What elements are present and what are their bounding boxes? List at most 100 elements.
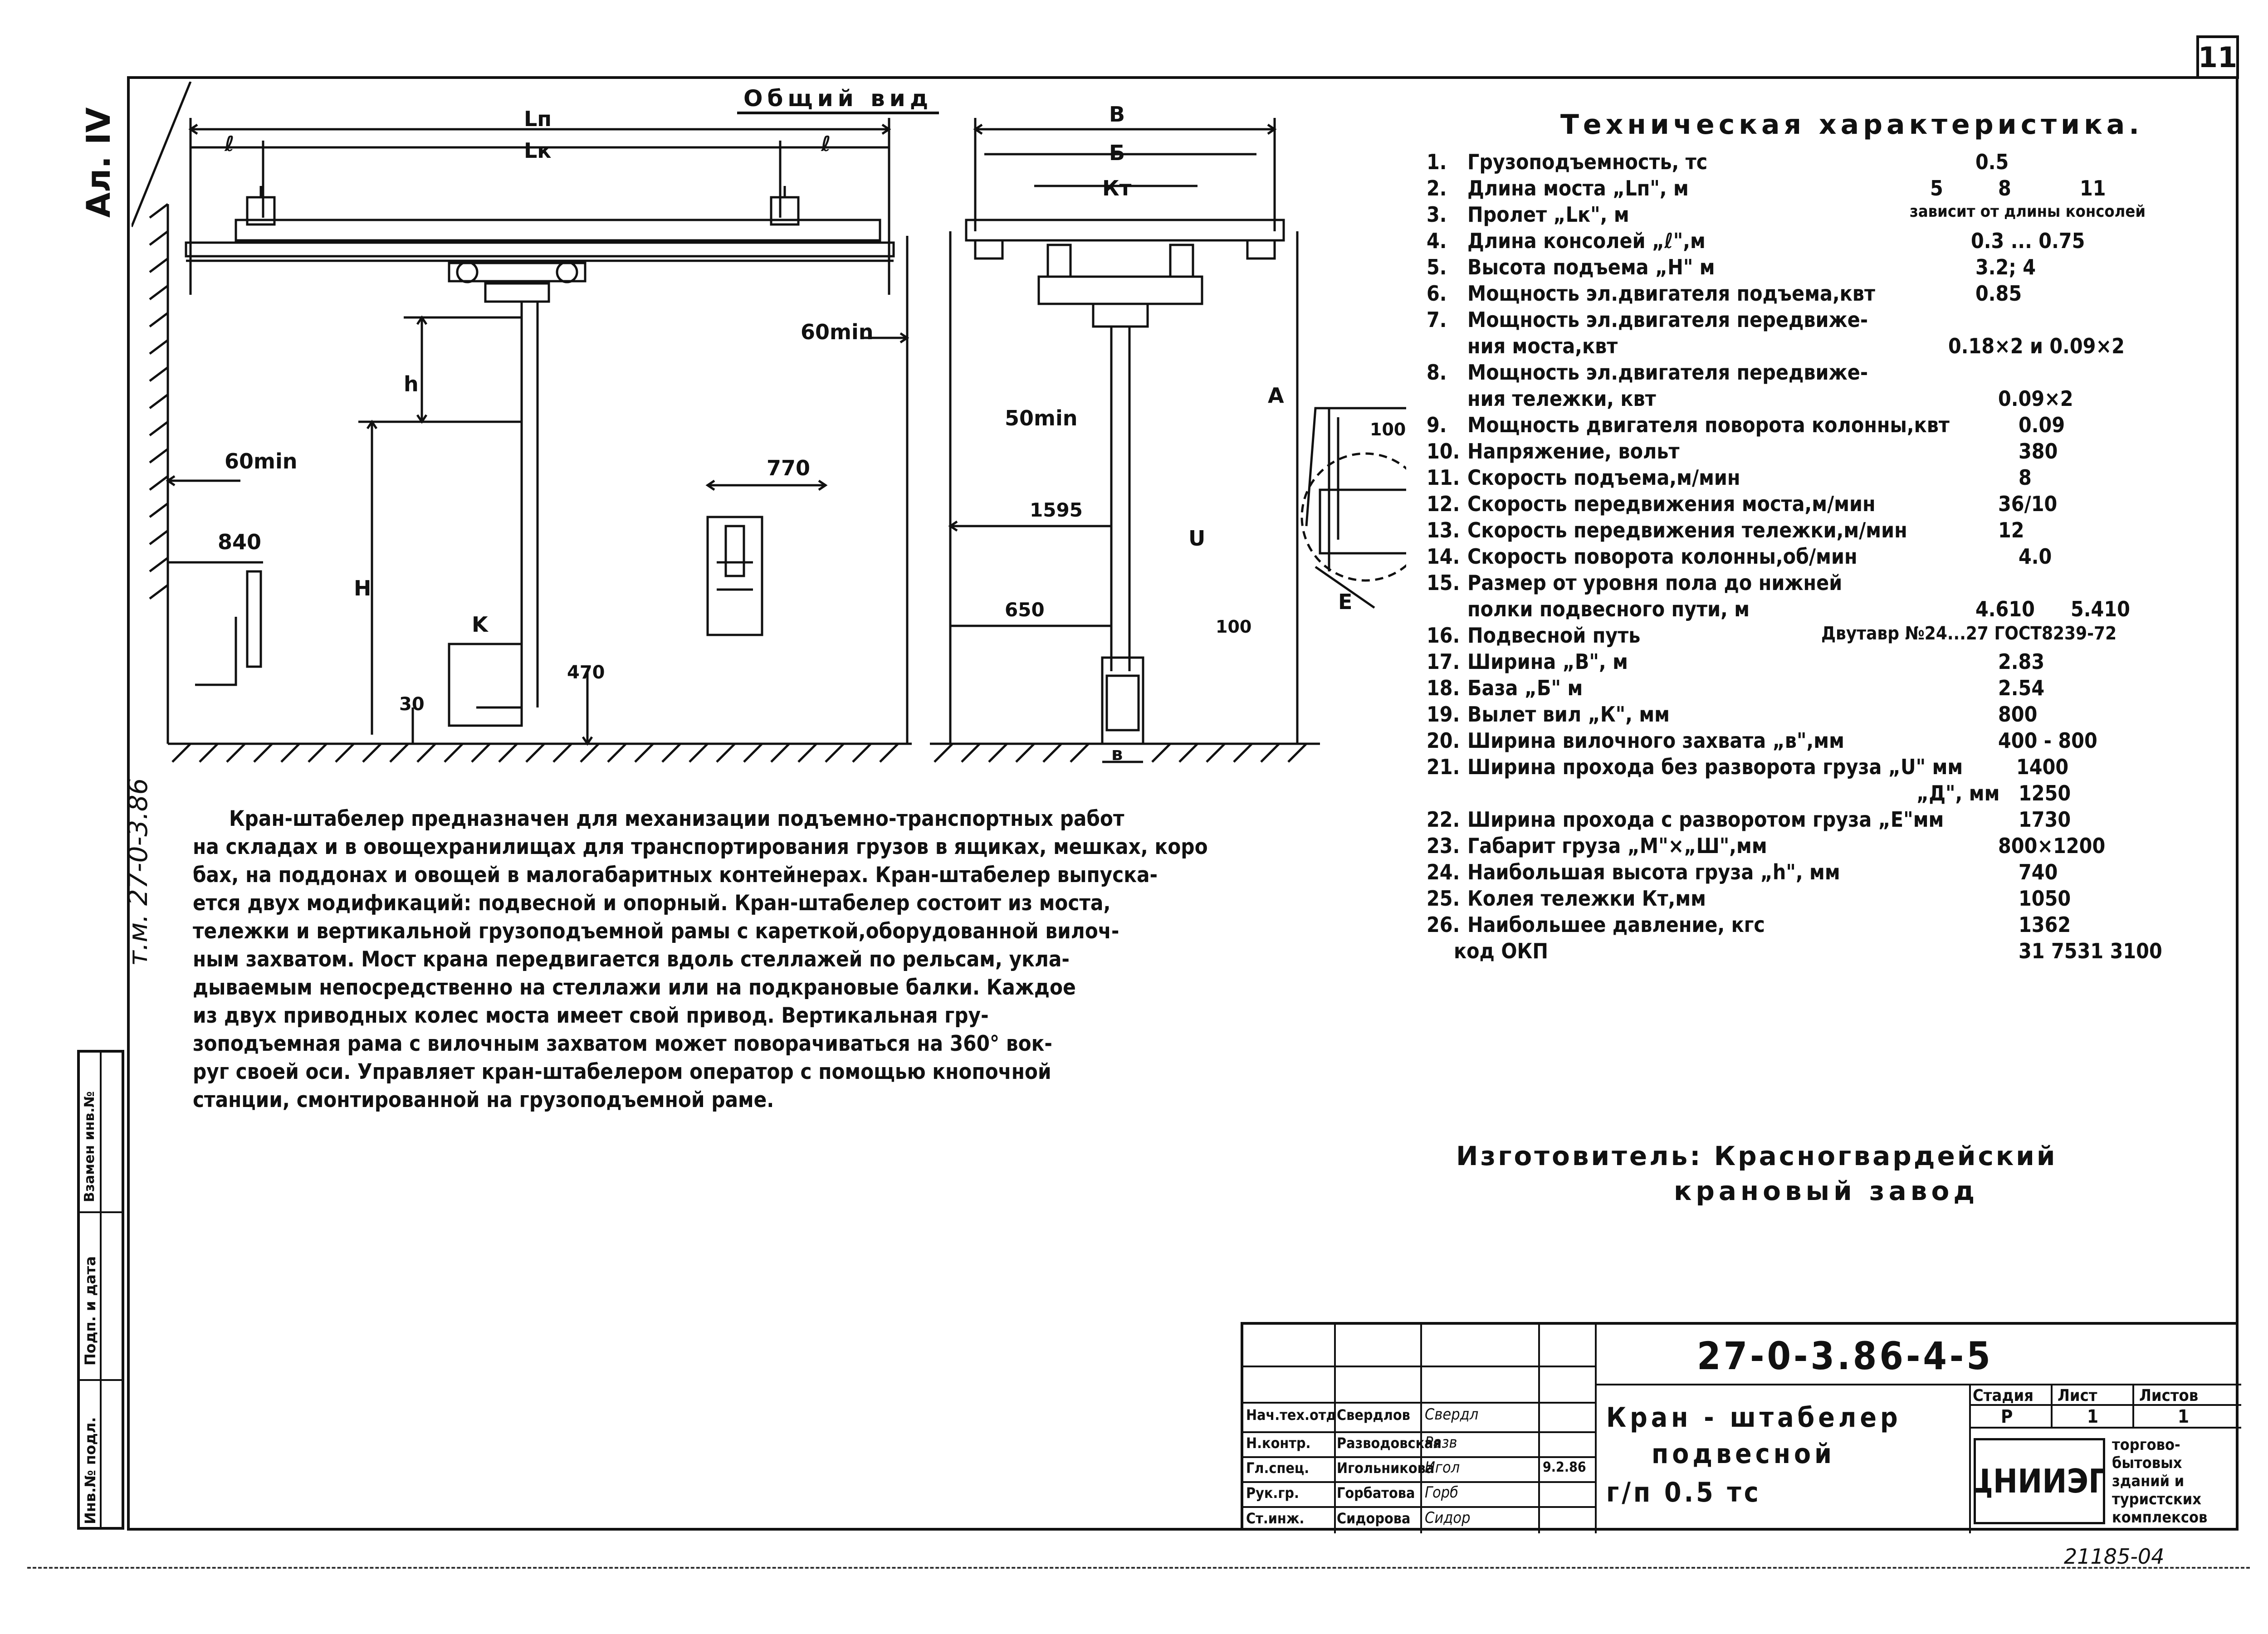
dim-U: U xyxy=(1188,526,1206,551)
spec-value: 0.85 xyxy=(1975,281,2022,306)
spec-row: 5. Высота подъема „H" м 3.2; 4 xyxy=(1427,255,2225,281)
sign-date: 9.2.86 xyxy=(1543,1459,1586,1475)
dim-ln: Lп xyxy=(524,107,552,131)
spec-number: 23. xyxy=(1427,834,1460,858)
spec-number: 21. xyxy=(1427,755,1460,779)
org-logo: ЦНИИЭП xyxy=(1974,1438,2105,1524)
spec-value: 1250 xyxy=(2019,781,2071,805)
spec-value: 12 xyxy=(1998,518,2024,542)
spec-value: 31 7531 3100 xyxy=(2019,939,2162,963)
spec-number: 10. xyxy=(1427,439,1460,463)
spec-label: Скорость передвижения тележки,м/мин xyxy=(1467,518,1907,542)
dim-770: 770 xyxy=(767,456,811,480)
spec-value: 380 xyxy=(2019,439,2058,463)
description-line: тележки и вертикальной грузоподъемной ра… xyxy=(193,919,1119,944)
description-line: зоподъемная рама с вилочным захватом мож… xyxy=(193,1031,1052,1056)
spec-value: 8 xyxy=(1998,176,2011,200)
spec-number: 3. xyxy=(1427,202,1447,227)
spec-number: 7. xyxy=(1427,307,1447,332)
spec-number: 12. xyxy=(1427,492,1460,516)
spec-number: 24. xyxy=(1427,860,1460,884)
front-elevation xyxy=(132,82,912,763)
spec-label: Ширина прохода без разворота груза „U" м… xyxy=(1467,755,1963,779)
spec-value: 5 xyxy=(1930,176,1943,200)
role: Ст.инж. xyxy=(1246,1510,1305,1527)
spec-number: 6. xyxy=(1427,281,1447,306)
margin-column: Инв.№ подл. Подп. и дата Взамен инв.№ xyxy=(77,1050,124,1530)
series-mark: т.м. 27-0-3.86 xyxy=(122,778,153,966)
spec-label: Мощность эл.двигателя передвиже- xyxy=(1467,360,1868,385)
stamp-code: 27-0-3.86-4-5 xyxy=(1697,1334,1993,1378)
spec-value: 5.410 xyxy=(2071,597,2130,621)
spec-value: 1362 xyxy=(2019,912,2071,937)
general-view-title: Общий вид xyxy=(737,85,939,114)
signature: Разв xyxy=(1425,1434,1457,1452)
spec-number: 5. xyxy=(1427,255,1447,279)
org-subtitle-line: зданий и xyxy=(2112,1472,2185,1490)
spec-number: 20. xyxy=(1427,728,1460,753)
dim-100b: 100 xyxy=(1216,617,1252,637)
stamp-name-line3: г/п 0.5 тс xyxy=(1606,1477,1761,1508)
spec-label: Пролет „Lк", м xyxy=(1467,202,1629,227)
signature: Горб xyxy=(1425,1483,1459,1502)
spec-number: 25. xyxy=(1427,886,1460,911)
spec-value: 800 xyxy=(1998,702,2038,727)
person-name: Разводовская xyxy=(1337,1434,1442,1452)
dim-l-left: ℓ xyxy=(225,132,235,156)
dim-A: А xyxy=(1268,383,1284,408)
spec-value: 0.5 xyxy=(1975,150,2009,174)
tech-title: Техническая характеристика. xyxy=(1560,109,2144,141)
spec-label-cont: полки подвесного пути, м xyxy=(1467,597,1750,621)
signature: Свердл xyxy=(1425,1405,1479,1424)
spec-value: 4.0 xyxy=(2019,544,2052,569)
manufacturer-line2: крановый завод xyxy=(1674,1176,1979,1206)
dim-30: 30 xyxy=(399,694,425,715)
spec-label: Напряжение, вольт xyxy=(1467,439,1680,463)
album-mark: Ал. IV xyxy=(79,107,117,218)
spec-label-cont: ния моста,квт xyxy=(1467,334,1618,358)
spec-value: 8 xyxy=(2019,465,2032,490)
spec-value: 2.83 xyxy=(1998,649,2045,674)
spec-label: Наибольшая высота груза „h", мм xyxy=(1467,860,1840,884)
description-line: на складах и в овощехранилищах для транс… xyxy=(193,834,1209,859)
spec-value: 36/10 xyxy=(1998,492,2058,516)
spec-number: 2. xyxy=(1427,176,1447,200)
spec-label: Мощность двигателя поворота колонны,квт xyxy=(1467,413,1950,437)
spec-number: 16. xyxy=(1427,623,1460,648)
role: Гл.спец. xyxy=(1246,1459,1310,1477)
spec-label: Колея тележки Кт,мм xyxy=(1467,886,1706,911)
sheet-label: Лист xyxy=(2058,1386,2097,1405)
spec-number: 22. xyxy=(1427,807,1460,832)
spec-label: Скорость поворота колонны,об/мин xyxy=(1467,544,1857,569)
description-line: станции, смонтированной на грузоподъемно… xyxy=(193,1088,774,1112)
spec-value: 0.09 xyxy=(2019,413,2065,437)
spec-value: 0.09×2 xyxy=(1998,386,2073,411)
description-line: ется двух модификаций: подвесной и опорн… xyxy=(193,891,1111,916)
spec-label: Высота подъема „H" м xyxy=(1467,255,1715,279)
spec-label: Мощность эл.двигателя передвиже- xyxy=(1467,307,1868,332)
dim-k: K xyxy=(472,612,488,637)
dim-50min: 50min xyxy=(1005,406,1078,430)
spec-number: 15. xyxy=(1427,571,1460,595)
description-line: Кран-штабелер предназначен для механизац… xyxy=(229,806,1124,831)
person-name: Сидорова xyxy=(1337,1510,1411,1527)
spec-value: 2.54 xyxy=(1998,676,2045,700)
spec-value: 400 - 800 xyxy=(1998,728,2097,753)
description-line: из двух приводных колес моста имеет свой… xyxy=(193,1003,989,1028)
spec-value: зависит от длины консолей xyxy=(1910,202,2146,221)
org-subtitle-line: туристских xyxy=(2112,1490,2201,1508)
spec-value: 3.2; 4 xyxy=(1975,255,2036,279)
signature: Сидор xyxy=(1425,1509,1471,1527)
margin-sign-label: Подп. и дата xyxy=(82,1256,99,1366)
spec-label: код ОКП xyxy=(1454,939,1548,963)
